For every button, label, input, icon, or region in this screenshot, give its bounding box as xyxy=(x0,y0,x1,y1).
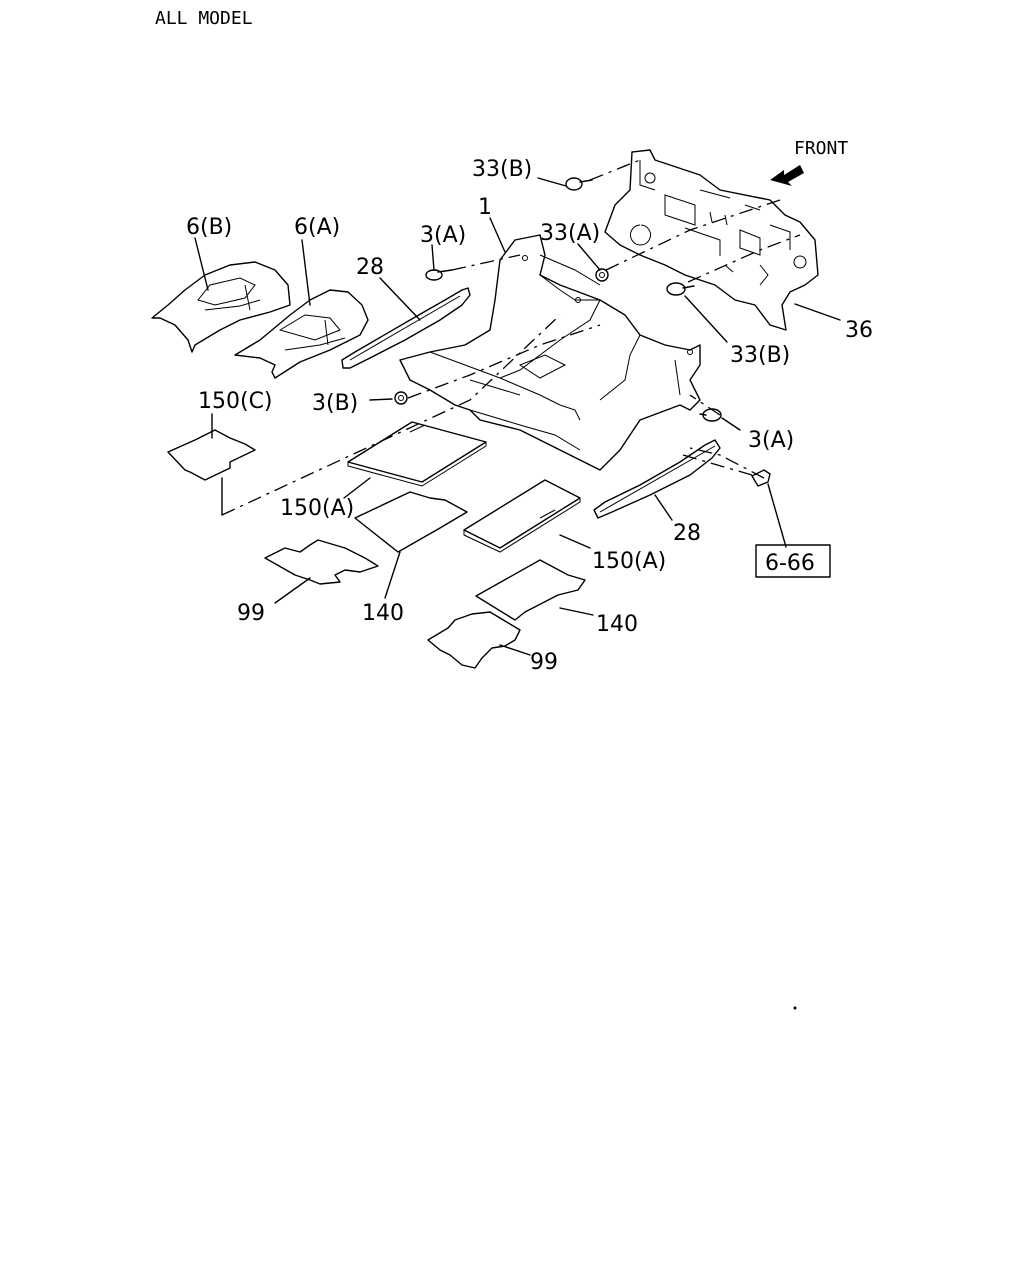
clip-33b-mid xyxy=(666,282,695,296)
front-arrow-icon xyxy=(770,165,804,186)
part-6b-cover xyxy=(151,261,291,353)
ref-box-frame xyxy=(755,544,831,578)
label-3b: 3(B) xyxy=(312,391,358,416)
model-header: ALL MODEL xyxy=(155,8,253,29)
clip-3a-top xyxy=(425,269,453,281)
clip-33a xyxy=(595,268,609,282)
label-28-left: 28 xyxy=(356,255,384,280)
part-99-right-mat xyxy=(427,611,521,669)
label-33a: 33(A) xyxy=(540,221,600,246)
label-3a-top: 3(A) xyxy=(420,223,466,248)
label-36: 36 xyxy=(845,318,873,343)
part-36-insulator xyxy=(604,149,819,331)
label-140-right: 140 xyxy=(596,612,638,637)
clip-33b-top xyxy=(565,177,593,191)
part-1-floor-carpet xyxy=(399,234,701,471)
assembly-lines xyxy=(221,159,801,516)
part-28-left-sill xyxy=(341,287,471,369)
label-3a-right: 3(A) xyxy=(748,428,794,453)
label-28-right: 28 xyxy=(673,521,701,546)
label-99-right: 99 xyxy=(530,650,558,675)
label-33b-mid: 33(B) xyxy=(730,343,790,368)
label-33b-top: 33(B) xyxy=(472,157,532,182)
part-99-left-mat xyxy=(264,539,379,585)
part-150a-left-pad xyxy=(347,421,487,487)
part-6a-cover xyxy=(234,289,369,379)
label-6a: 6(A) xyxy=(294,215,340,240)
clip-3b xyxy=(394,391,408,405)
cap-6-66 xyxy=(751,469,771,487)
part-150a-right-pad xyxy=(463,479,581,553)
label-150a-right: 150(A) xyxy=(592,549,666,574)
front-label: FRONT xyxy=(794,138,848,159)
label-99-left: 99 xyxy=(237,601,265,626)
label-140-left: 140 xyxy=(362,601,404,626)
ref-box-6-66: 6-66 xyxy=(765,551,815,576)
label-6b: 6(B) xyxy=(186,215,232,240)
stray-dot xyxy=(793,1006,797,1010)
label-1: 1 xyxy=(478,195,492,220)
part-140-left-mat xyxy=(354,491,468,553)
leader-lines xyxy=(194,177,841,656)
label-150c: 150(C) xyxy=(198,389,273,414)
part-140-right-mat xyxy=(475,559,586,621)
part-28-right-sill xyxy=(593,439,721,519)
label-150a-left: 150(A) xyxy=(280,496,354,521)
clip-3a-right xyxy=(699,408,722,422)
